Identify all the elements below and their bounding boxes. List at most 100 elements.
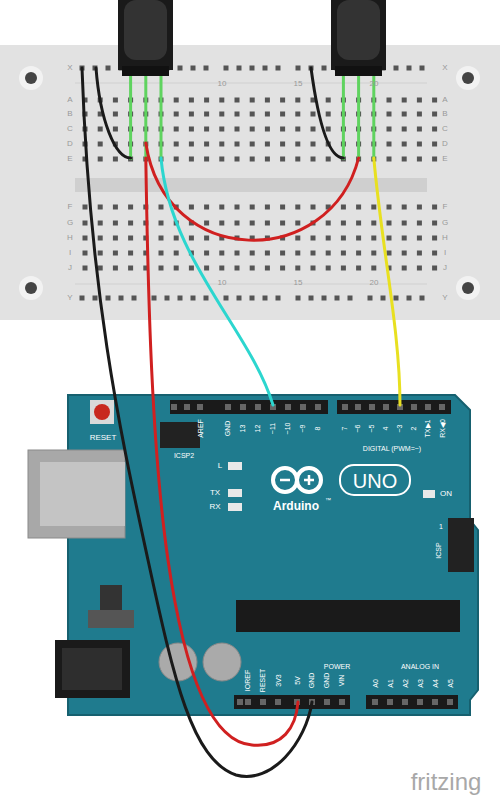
watermark: fritzing <box>411 770 482 794</box>
hole <box>159 221 164 226</box>
hole <box>98 127 103 132</box>
hole <box>432 127 437 132</box>
hole <box>265 205 270 210</box>
hole <box>341 221 346 226</box>
hole <box>250 112 255 117</box>
mount-hole <box>25 282 37 294</box>
pin <box>447 699 453 705</box>
hole <box>387 127 392 132</box>
power-jack <box>62 648 122 690</box>
hole <box>204 142 209 147</box>
hole <box>178 296 183 301</box>
pin <box>245 699 251 705</box>
hole <box>204 251 209 256</box>
row-letter: I <box>444 249 446 257</box>
hole <box>219 157 224 162</box>
pin-label: GND <box>309 672 316 688</box>
pin-label: 8 <box>315 426 322 430</box>
row-letter: H <box>442 234 448 242</box>
hole <box>280 98 285 103</box>
hole <box>295 127 300 132</box>
capacitor <box>159 643 197 681</box>
hole <box>326 98 331 103</box>
pin <box>171 404 177 410</box>
hole <box>204 127 209 132</box>
hole <box>174 112 179 117</box>
hole <box>132 296 137 301</box>
hole <box>280 251 285 256</box>
hole <box>280 142 285 147</box>
pin-label: GND <box>225 420 232 436</box>
hole <box>417 157 422 162</box>
hole <box>128 205 133 210</box>
hole <box>191 296 196 301</box>
hole <box>432 112 437 117</box>
hole <box>219 112 224 117</box>
hole <box>250 266 255 271</box>
hole <box>189 112 194 117</box>
hole <box>204 236 209 241</box>
hole <box>83 221 88 226</box>
breadboard-holes <box>80 66 438 301</box>
hole <box>356 266 361 271</box>
column-number: 10 <box>218 80 227 88</box>
pin-label: 4 <box>383 426 390 430</box>
hole <box>387 205 392 210</box>
hole <box>204 205 209 210</box>
pin-header <box>337 400 451 414</box>
hole <box>83 266 88 271</box>
hole <box>276 66 281 71</box>
pin <box>439 404 445 410</box>
mount-hole <box>462 282 474 294</box>
hole <box>402 112 407 117</box>
hole <box>189 98 194 103</box>
microcontroller-chip <box>236 600 460 632</box>
column-number: 15 <box>294 80 303 88</box>
led <box>228 503 242 511</box>
hole <box>326 157 331 162</box>
trademark: ™ <box>325 497 331 503</box>
breadboard-body <box>0 45 500 320</box>
hole <box>402 142 407 147</box>
hole <box>250 142 255 147</box>
pin <box>260 699 266 705</box>
hole <box>80 296 85 301</box>
board-label: POWER <box>324 663 350 670</box>
hole <box>371 205 376 210</box>
hole <box>265 112 270 117</box>
capacitor <box>203 643 241 681</box>
hole <box>432 266 437 271</box>
hole <box>265 221 270 226</box>
hole <box>387 98 392 103</box>
hole <box>98 236 103 241</box>
hole <box>224 66 229 71</box>
pin <box>411 404 417 410</box>
pin <box>342 404 348 410</box>
reset-button <box>90 400 114 424</box>
hole <box>119 296 124 301</box>
hole <box>417 127 422 132</box>
hole <box>235 205 240 210</box>
hole <box>265 251 270 256</box>
wires <box>82 68 400 776</box>
hole <box>387 236 392 241</box>
pin-header <box>234 695 350 709</box>
hole <box>165 296 170 301</box>
ir-receiver <box>118 0 173 76</box>
hole <box>322 66 327 71</box>
hole <box>371 221 376 226</box>
row-letter: B <box>67 110 72 118</box>
pin <box>432 699 438 705</box>
hole <box>295 266 300 271</box>
hole <box>402 157 407 162</box>
row-letter: E <box>67 155 72 163</box>
pin-label: GND <box>324 672 331 688</box>
hole <box>356 251 361 256</box>
hole <box>432 221 437 226</box>
pin <box>184 404 190 410</box>
hole <box>280 266 285 271</box>
hole <box>98 266 103 271</box>
hole <box>113 221 118 226</box>
hole <box>174 251 179 256</box>
hole <box>371 236 376 241</box>
